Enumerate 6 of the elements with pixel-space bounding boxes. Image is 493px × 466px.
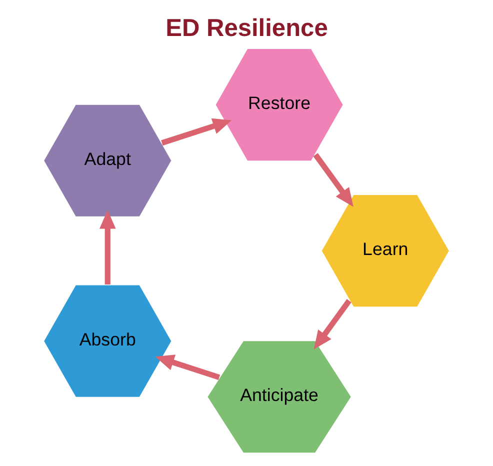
arrow xyxy=(99,210,116,284)
arrow xyxy=(161,118,232,146)
arrow xyxy=(313,153,354,207)
diagram-title: ED Resilience xyxy=(166,14,328,42)
arrow xyxy=(314,299,352,350)
arrow xyxy=(155,354,220,380)
